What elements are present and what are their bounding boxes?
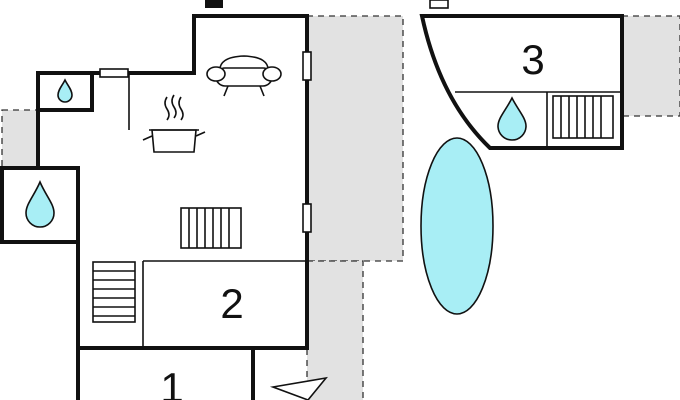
cooking-pot-icon — [142, 94, 206, 153]
main-building-walls — [0, 14, 309, 350]
west-bath-walls — [0, 166, 80, 244]
building-3-walls — [419, 14, 624, 150]
window-icon — [302, 203, 312, 233]
terraces — [1, 15, 680, 400]
small-bath-walls — [38, 71, 94, 112]
north-door-marker — [205, 0, 223, 8]
water-drop-icon — [57, 78, 73, 103]
radiator-icon — [180, 207, 242, 249]
lower-wing: 1 — [76, 348, 184, 400]
terrace-south — [306, 260, 364, 400]
building-3-bathroom — [455, 91, 622, 148]
annex-walls — [251, 346, 307, 400]
room-2-walls — [142, 260, 307, 348]
terrace-east — [306, 15, 404, 262]
water-drop-icon — [25, 179, 55, 228]
sofa-icon — [206, 55, 282, 97]
main-building: 2 — [0, 0, 312, 350]
room-number-2: 2 — [220, 280, 243, 327]
water-drop-icon — [497, 96, 527, 141]
radiator-icon — [552, 95, 614, 139]
building-3-door-marker — [429, 0, 449, 9]
window-icon — [302, 51, 312, 81]
annex — [251, 346, 328, 400]
terrace-far-east — [621, 15, 680, 117]
triangle-marker — [269, 376, 328, 400]
terrace-west — [1, 109, 39, 169]
staircase-icon — [92, 261, 136, 323]
building-3: 3 — [419, 0, 624, 150]
room-number-1: 1 — [160, 364, 183, 400]
pool-icon — [420, 137, 494, 315]
window-icon — [99, 68, 129, 78]
room-number-3: 3 — [521, 36, 544, 83]
